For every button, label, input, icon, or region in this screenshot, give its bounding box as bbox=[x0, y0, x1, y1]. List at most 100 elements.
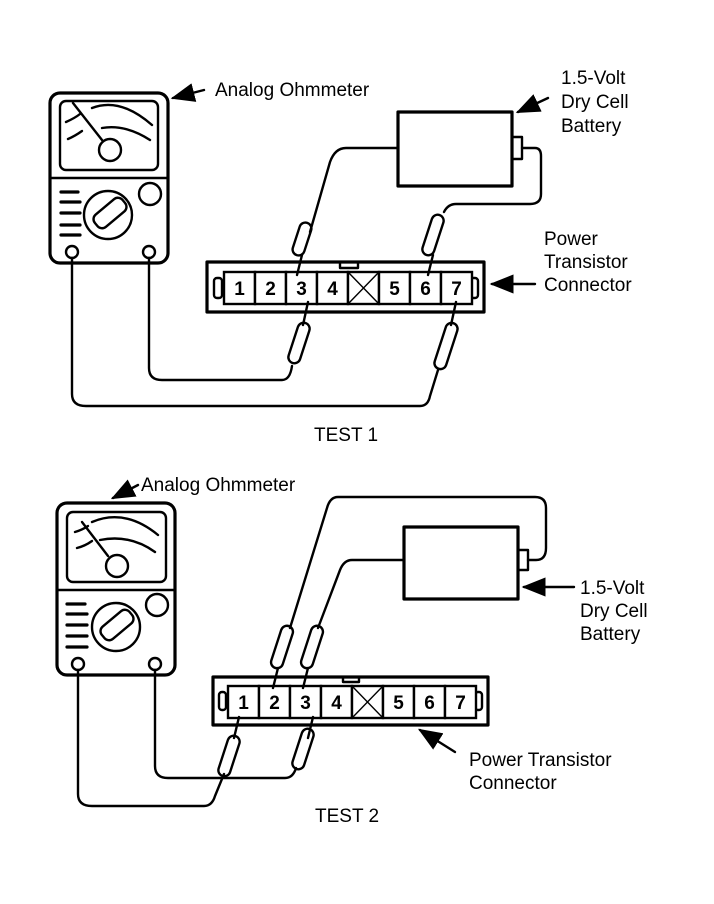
pin-number: 3 bbox=[300, 693, 311, 714]
knob-handle bbox=[92, 196, 128, 230]
probe-tip bbox=[295, 253, 304, 277]
probe-tip bbox=[301, 300, 310, 327]
battery-wire-neg bbox=[316, 558, 406, 630]
probe-tip bbox=[449, 300, 458, 327]
test-title: TEST 1 bbox=[314, 425, 378, 446]
probe-battery-pin2[interactable] bbox=[269, 624, 295, 690]
meter-label: Analog Ohmmeter bbox=[215, 80, 370, 101]
pin-number: 3 bbox=[296, 279, 307, 300]
meter-label-arrow bbox=[110, 479, 140, 500]
range-selector-knob[interactable] bbox=[90, 601, 142, 653]
terminal-left[interactable] bbox=[64, 244, 80, 260]
probe-handle bbox=[291, 221, 313, 257]
scale-arc bbox=[100, 126, 152, 142]
meter-lead-left bbox=[76, 668, 226, 808]
meter-needle-icon bbox=[80, 520, 110, 558]
ohmmeter-2 bbox=[55, 501, 177, 677]
pin-number: 7 bbox=[451, 279, 462, 300]
probe-meter-pin7[interactable] bbox=[433, 300, 459, 371]
meter-needle-icon bbox=[71, 101, 104, 142]
connector-latch bbox=[341, 675, 361, 684]
probe-battery-pin6[interactable] bbox=[421, 213, 445, 277]
probe-battery-pin3[interactable] bbox=[291, 221, 313, 277]
battery-wire-pos bbox=[288, 495, 548, 630]
zero-adjust-knob[interactable] bbox=[137, 181, 163, 207]
test-title: TEST 2 bbox=[315, 806, 379, 827]
scale-arc bbox=[64, 112, 82, 124]
test-2-group: Analog Ohmmeter 1.5-Volt Dry Cell Batter… bbox=[55, 475, 648, 827]
meter-scale-window bbox=[65, 510, 168, 584]
battery-1 bbox=[396, 110, 524, 188]
probe-handle bbox=[299, 624, 325, 670]
scale-arc bbox=[75, 539, 94, 550]
probe-tip bbox=[426, 253, 435, 277]
battery-label-line: 1.5-Volt bbox=[580, 578, 645, 599]
connector-label-line: Power bbox=[544, 229, 599, 250]
connector-label-line: Connector bbox=[469, 773, 557, 794]
battery-wire-neg bbox=[308, 146, 400, 234]
probe-handle bbox=[421, 213, 445, 257]
probe-handle bbox=[433, 321, 459, 371]
probe-battery-pin3[interactable] bbox=[299, 624, 325, 690]
range-selector-knob[interactable] bbox=[82, 189, 134, 241]
probe-handle bbox=[291, 727, 315, 771]
battery-label-line: Dry Cell bbox=[580, 601, 648, 622]
pin-number: 4 bbox=[331, 693, 342, 714]
meter-label: Analog Ohmmeter bbox=[141, 475, 296, 496]
battery-label-line: 1.5-Volt bbox=[561, 68, 626, 89]
battery-body bbox=[402, 525, 520, 601]
pin-number: 4 bbox=[327, 279, 338, 300]
zero-adjust-knob[interactable] bbox=[144, 592, 170, 618]
pin-number: 7 bbox=[455, 693, 466, 714]
connector-end-tab bbox=[212, 276, 224, 300]
pin-number: 1 bbox=[238, 693, 249, 714]
scale-arc bbox=[90, 516, 160, 537]
battery-body bbox=[396, 110, 514, 188]
battery-label-line: Battery bbox=[561, 116, 622, 137]
connector-pin-7 bbox=[443, 684, 478, 720]
connector-pin-6 bbox=[408, 270, 443, 306]
probe-handle bbox=[287, 321, 311, 365]
probe-meter-pin3[interactable] bbox=[287, 300, 311, 365]
terminal-right[interactable] bbox=[141, 244, 157, 260]
battery-label-arrow bbox=[515, 94, 550, 114]
battery-label-line: Battery bbox=[580, 624, 641, 645]
battery-wire-pos bbox=[442, 146, 543, 214]
pin-number: 2 bbox=[265, 279, 276, 300]
connector-label-line: Connector bbox=[544, 275, 632, 296]
probe-handle bbox=[269, 624, 295, 670]
terminal-left[interactable] bbox=[70, 656, 86, 672]
connector-pin-3 bbox=[284, 270, 319, 306]
pin-number: 2 bbox=[269, 693, 280, 714]
connector-label-line: Power Transistor bbox=[469, 750, 612, 771]
needle-pivot bbox=[97, 137, 123, 163]
scale-arc bbox=[98, 537, 157, 554]
meter-lead-left bbox=[70, 256, 440, 408]
scale-arc bbox=[90, 103, 154, 127]
connector-pin-2 bbox=[257, 684, 292, 720]
connector-pin-2 bbox=[253, 270, 288, 306]
battery-2 bbox=[402, 525, 530, 601]
probe-tip bbox=[271, 666, 280, 690]
connector-latch bbox=[338, 260, 360, 270]
knob-handle bbox=[99, 608, 135, 642]
meter-scale-window bbox=[58, 99, 160, 172]
battery-label-line: Dry Cell bbox=[561, 92, 629, 113]
scale-arc bbox=[66, 129, 84, 141]
connector-pin-3 bbox=[288, 684, 323, 720]
ohmmeter-1 bbox=[48, 91, 170, 265]
probe-tip bbox=[232, 715, 241, 740]
connector-pin-7 bbox=[439, 270, 474, 306]
terminal-right[interactable] bbox=[147, 656, 163, 672]
blank-pin-cross bbox=[347, 271, 380, 305]
blank-pin-cross bbox=[351, 685, 384, 719]
connector-label-arrow bbox=[417, 728, 457, 754]
connector-end-tab bbox=[217, 690, 228, 712]
connector-pin-4 bbox=[315, 270, 350, 306]
connector-pin-5 bbox=[381, 684, 416, 720]
needle-pivot bbox=[104, 553, 130, 579]
meter-lead-right bbox=[153, 668, 298, 780]
